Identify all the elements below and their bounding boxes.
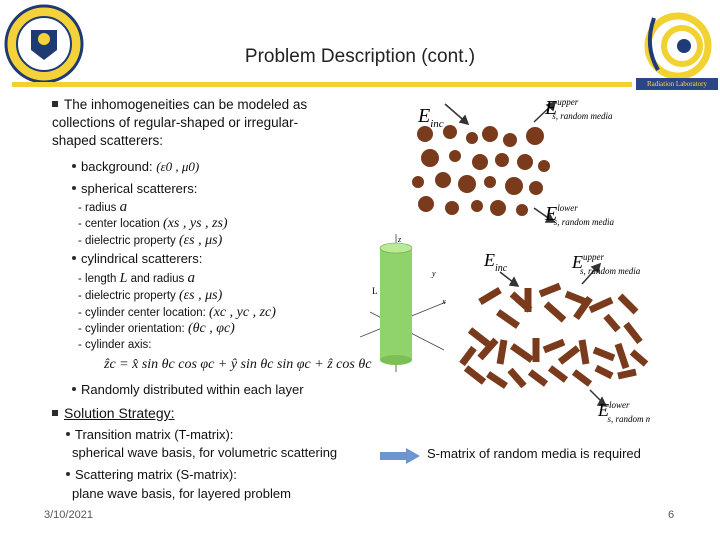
page-number: 6 [668, 509, 675, 521]
bullet-background: background: (ε0 , μ0) [72, 158, 199, 176]
tmatrix-label: Transition matrix (T-matrix): [75, 427, 234, 442]
background-label: background: [81, 159, 153, 174]
sph-radius-symbol: a [119, 199, 128, 215]
cyl-axis-row: - cylinder axis: [78, 337, 152, 354]
dot-bullet-icon [72, 186, 76, 190]
einc-top-label: Einc [417, 105, 444, 130]
right-arrow-icon [380, 448, 420, 464]
radiation-lab-banner: Radiation Laboratory [636, 78, 718, 90]
cyl-center-label: - cylinder center location: [78, 307, 206, 319]
square-bullet-icon [52, 101, 58, 107]
cyl-and-radius-label: and radius [130, 273, 185, 285]
dot-bullet-icon [66, 472, 70, 476]
spherical-label: spherical scatterers: [81, 181, 198, 196]
cyl-length-label: - length [78, 273, 117, 285]
cyl-center-row: - cylinder center location: (xc , yc , z… [78, 304, 276, 322]
square-bullet-icon [52, 410, 58, 416]
cyl-center-symbol: (xc , yc , zc) [209, 305, 276, 320]
cyl-length-symbol: L [119, 271, 128, 286]
einc-bottom-label: Einc [483, 250, 508, 274]
conclusion-text: S-matrix of random media is required [427, 446, 641, 461]
cylinder-diagram: L x y z [360, 234, 447, 372]
cyl-axis-equation: ẑc = x̂ sin θc cos φc + ŷ sin θc sin φc … [104, 357, 372, 372]
sph-center-row: - center location (xs , ys , zs) [78, 215, 228, 233]
smatrix-label: Scattering matrix (S-matrix): [75, 467, 237, 482]
bullet-cylindrical: cylindrical scatterers: [72, 250, 202, 268]
randomly-text: Randomly distributed within each layer [81, 382, 304, 397]
bullet-spherical: spherical scatterers: [72, 180, 197, 198]
bullet-inhomogeneities-text: The inhomogeneities can be modeled as co… [52, 97, 308, 148]
cyl-length-row: - length L and radius a [78, 270, 195, 288]
cyl-orientation-row: - cylinder orientation: (θc , φc) [78, 320, 235, 338]
solution-label: Solution Strategy: [64, 405, 175, 421]
cyl-orientation-label: - cylinder orientation: [78, 323, 185, 335]
cyl-dielectric-row: - dielectric property (εs , μs) [78, 287, 222, 305]
cylindrical-label: cylindrical scatterers: [81, 251, 203, 266]
bullet-tmatrix: Transition matrix (T-matrix): [66, 426, 233, 444]
university-seal-logo [4, 4, 84, 84]
cyl-dielectric-symbol: (εs , μs) [179, 288, 223, 303]
radiation-laboratory-logo [644, 12, 712, 80]
sph-center-symbol: (xs , ys , zs) [163, 216, 228, 231]
smatrix-desc: plane wave basis, for layered problem [72, 486, 291, 501]
bullet-solution: Solution Strategy: [52, 404, 175, 422]
bullet-randomly: Randomly distributed within each layer [72, 381, 304, 399]
page-title: Problem Description (cont.) [244, 46, 476, 67]
dot-bullet-icon [66, 432, 70, 436]
background-params: (ε0 , μ0) [156, 159, 200, 174]
cyl-dielectric-label: - dielectric property [78, 290, 176, 302]
cyl-radius-symbol: a [187, 270, 195, 286]
dot-bullet-icon [72, 387, 76, 391]
bullet-smatrix: Scattering matrix (S-matrix): [66, 466, 237, 484]
tmatrix-desc: spherical wave basis, for volumetric sca… [72, 445, 338, 460]
cyl-axis-label: - cylinder axis: [78, 339, 152, 351]
cylinder-y-label: y [431, 269, 436, 278]
sph-dielectric-label: - dielectric property [78, 235, 176, 247]
cylinder-L-label: L [372, 286, 378, 296]
cylinder-x-label: x [441, 297, 446, 306]
dot-bullet-icon [72, 164, 76, 168]
sph-center-label: - center location [78, 218, 160, 230]
dot-bullet-icon [72, 256, 76, 260]
cyl-orientation-symbol: (θc , φc) [187, 321, 235, 336]
sph-dielectric-row: - dielectric property (εs , μs) [78, 232, 222, 250]
cylinder-z-label: z [397, 235, 402, 244]
bullet-inhomogeneities: The inhomogeneities can be modeled as co… [52, 96, 324, 150]
title-divider [12, 82, 632, 87]
sph-radius-row: - radius a [78, 199, 127, 217]
sph-dielectric-symbol: (εs , μs) [179, 233, 223, 248]
sph-radius-label: - radius [78, 202, 117, 214]
footer-date: 3/10/2021 [44, 509, 93, 521]
